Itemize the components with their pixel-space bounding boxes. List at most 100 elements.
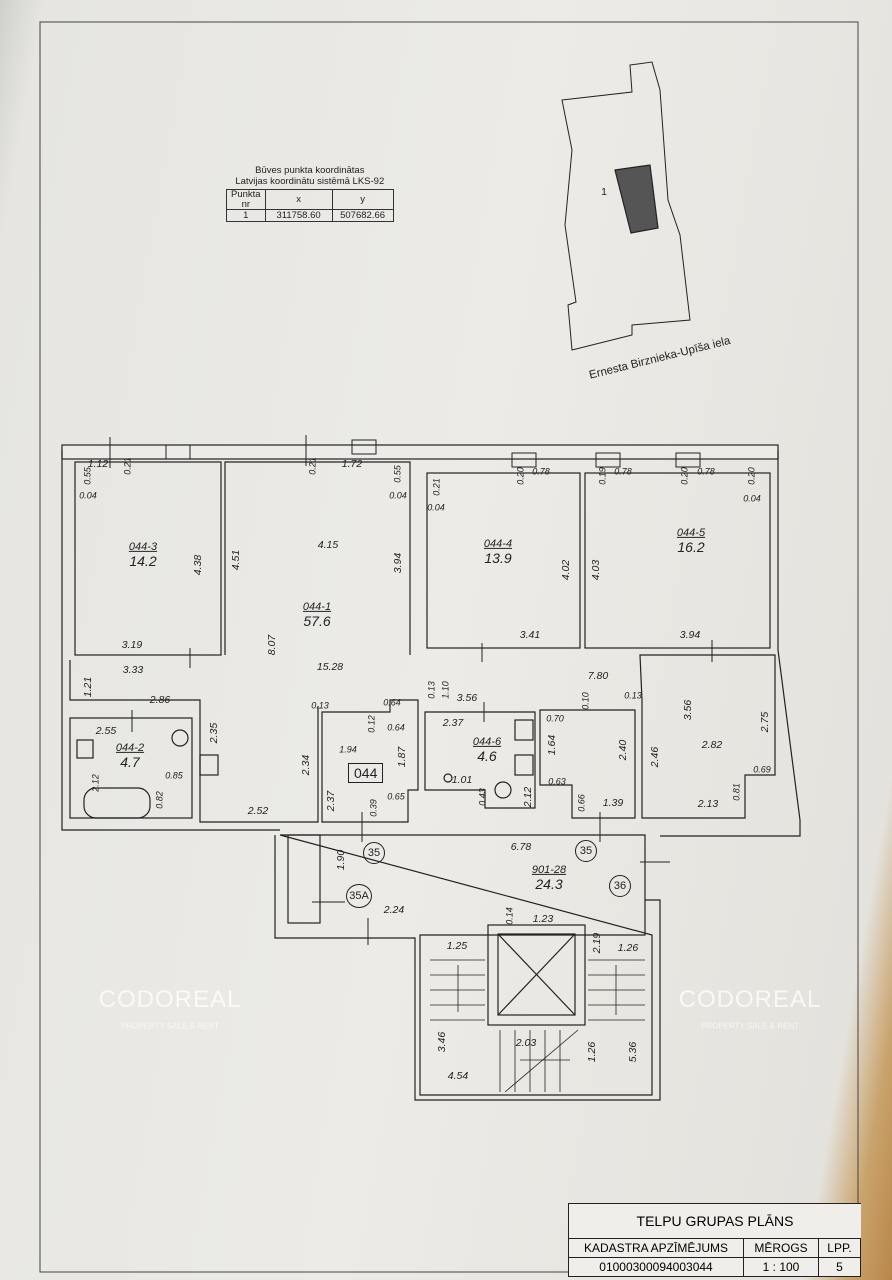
dimension-label: 7.80 — [587, 669, 609, 682]
dimension-label: 4.03 — [589, 559, 602, 581]
dimension-label: 3.56 — [456, 691, 478, 704]
dimension-label: 0.66 — [576, 794, 587, 812]
dimension-label: 0.70 — [546, 713, 564, 724]
coord-header-y: y — [331, 189, 394, 210]
dimension-label: 2.37 — [324, 790, 337, 812]
corridor-walls — [69, 660, 319, 823]
site-plan-building-hatch — [614, 164, 659, 234]
title-block: TELPU GRUPAS PLĀNS KADASTRA APZĪMĒJUMS M… — [568, 1203, 861, 1277]
dimension-label: 1.01 — [451, 773, 473, 786]
dimension-label: 1.26 — [585, 1041, 598, 1063]
dimension-label: 0.21 — [307, 457, 318, 475]
dimension-label: 3.46 — [435, 1031, 448, 1053]
coordinates-subtitle: Latvijas koordinātu sistēmā LKS-92 — [235, 176, 385, 187]
dimension-label: 2.12 — [521, 786, 534, 808]
bathtub — [83, 787, 151, 819]
dimension-label: 0.39 — [368, 799, 379, 817]
dimension-label: 2.46 — [648, 746, 661, 768]
coord-point: 1 — [226, 209, 266, 222]
dimension-label: 0.10 — [580, 692, 591, 710]
room-044 — [321, 699, 419, 823]
dimension-label: 0.69 — [753, 764, 771, 775]
watermark-brand: CODOREAL — [98, 986, 242, 1013]
dimension-label: 2.19 — [590, 932, 603, 954]
coord-header-x: x — [264, 189, 333, 210]
dimension-label: 0.78 — [532, 466, 550, 477]
room-id: 044-6 — [472, 735, 502, 748]
room-id: 044-2 — [115, 741, 145, 754]
dimension-label: 3.94 — [391, 552, 404, 574]
room-044-5 — [584, 472, 771, 649]
dimension-label: 4.02 — [559, 559, 572, 581]
dimension-label: 0.63 — [548, 776, 566, 787]
dimension-label: 1.72 — [341, 457, 363, 470]
dimension-label: 2.37 — [442, 716, 464, 729]
dimension-label: 0.65 — [387, 791, 405, 802]
room-id: 044-1 — [302, 600, 332, 613]
dimension-label: 1.26 — [617, 941, 639, 954]
dimension-label: 1.87 — [395, 746, 408, 768]
room-id: 044-4 — [483, 537, 513, 550]
coordinates-title: Būves punkta koordinātas — [255, 165, 365, 176]
dimension-label: 1.25 — [446, 939, 468, 952]
dimension-label: 1.23 — [532, 912, 554, 925]
watermark-tagline-2: PROPERTY SALE & RENT — [701, 1021, 799, 1031]
coordinates-table: Būves punkta koordinātas Latvijas koordi… — [226, 165, 394, 222]
dimension-label: 2.75 — [758, 711, 771, 733]
dimension-label: 8.07 — [265, 634, 278, 656]
coord-header-point: Punkta nr — [226, 189, 266, 210]
wall-right — [660, 450, 801, 837]
dimension-label: 1.21 — [81, 676, 94, 698]
site-plan-outline — [561, 61, 691, 351]
dimension-label: 0.85 — [165, 770, 183, 781]
dimension-label: 2.35 — [207, 722, 220, 744]
scale-header: MĒROGS — [744, 1239, 819, 1257]
dimension-label: 4.54 — [447, 1069, 469, 1082]
plan-title: TELPU GRUPAS PLĀNS — [569, 1204, 861, 1239]
cadastre-header: KADASTRA APZĪMĒJUMS — [569, 1239, 744, 1257]
coord-x: 311758.60 — [264, 209, 333, 222]
room-area: 13.9 — [484, 549, 512, 566]
marker-35: 35 — [575, 840, 597, 862]
room-901-28 — [279, 834, 653, 1096]
page-header: LPP. — [819, 1239, 861, 1257]
dimension-label: 0.81 — [731, 783, 742, 801]
room-area: 57.6 — [303, 612, 331, 629]
elevator-shaft — [487, 924, 586, 1026]
dimension-label: 15.28 — [316, 660, 344, 673]
dimension-label: 3.56 — [681, 699, 694, 721]
dimension-label: 0.78 — [614, 466, 632, 477]
coord-y: 507682.66 — [331, 209, 394, 222]
marker-35a: 35A — [346, 884, 372, 908]
dimension-label: 0.20 — [679, 467, 690, 485]
scale-value: 1 : 100 — [744, 1258, 819, 1276]
dimension-label: 2.82 — [701, 738, 723, 751]
dimension-label: 0.21 — [431, 478, 442, 496]
site-point-label: 1 — [601, 185, 607, 198]
dimension-label: 0.64 — [383, 697, 401, 708]
dimension-label: 1.94 — [339, 744, 357, 755]
page-number: 5 — [819, 1258, 861, 1276]
dimension-label: 0.78 — [697, 466, 715, 477]
room-area: 16.2 — [677, 538, 705, 555]
room-044-1-walls — [224, 461, 411, 655]
dimension-label: 3.41 — [519, 628, 541, 641]
dimension-label: 0.04 — [743, 493, 761, 504]
stair-hall-niche — [287, 834, 321, 924]
dimension-label: 0.82 — [154, 791, 165, 809]
room-area: 24.3 — [535, 875, 563, 892]
cadastre-number: 01000300094003044 — [569, 1258, 744, 1276]
dimension-label: 0.13 — [426, 681, 437, 699]
dimension-label: 2.12 — [90, 774, 101, 792]
dimension-label: 0.04 — [427, 502, 445, 513]
dimension-label: 0.55 — [82, 467, 93, 485]
room-044-6 — [424, 711, 536, 809]
room-area: 14.2 — [129, 552, 157, 569]
